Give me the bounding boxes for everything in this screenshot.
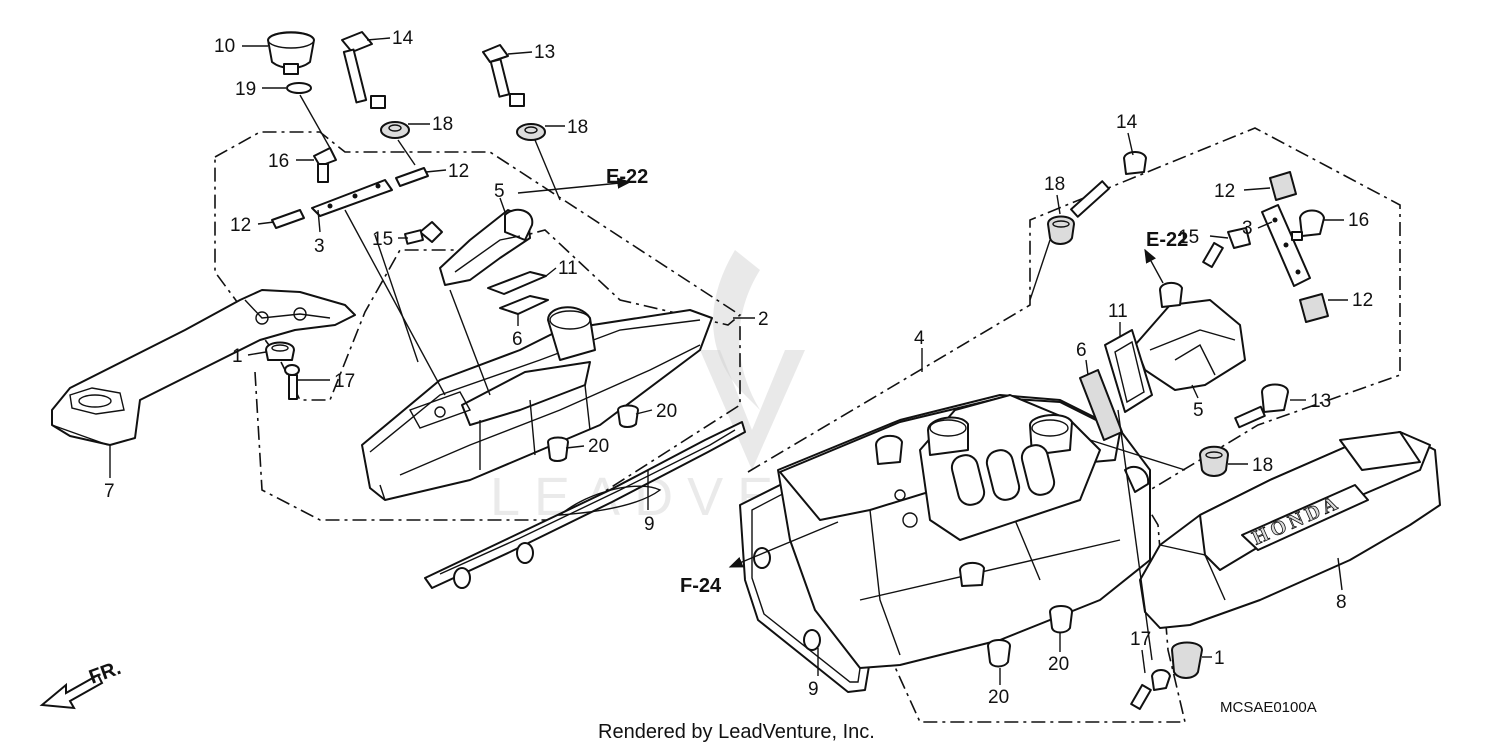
callout-16-front: 16 <box>268 151 289 172</box>
part-6-baffle-rear <box>1079 369 1123 441</box>
callout-14-rear: 14 <box>1116 112 1138 133</box>
callout-18-front-a: 18 <box>432 114 453 135</box>
callout-11-front: 11 <box>558 258 578 279</box>
part-7-side-cover <box>51 289 356 446</box>
callout-14-front: 14 <box>392 28 414 49</box>
callout-18-front-b: 18 <box>567 117 588 138</box>
part-13-bolt-rear <box>1234 383 1289 429</box>
part-6-baffle-front <box>499 295 549 315</box>
ref-label-f24: F-24 <box>680 575 722 597</box>
callout-20-front-b: 20 <box>588 436 609 457</box>
part-14-bolt-front <box>341 31 386 109</box>
callout-18-rear-a: 18 <box>1044 174 1065 195</box>
part-20-dowel-a <box>617 404 639 428</box>
part-5-breather-front <box>439 208 534 286</box>
part-8-rear-cover: HONDA <box>1139 431 1441 629</box>
callout-20-rear-a: 20 <box>1048 654 1069 675</box>
callout-6-rear: 6 <box>1076 340 1087 361</box>
callout-9-front: 9 <box>644 514 655 535</box>
callout-11-rear: 11 <box>1108 301 1128 322</box>
callout-8: 8 <box>1336 592 1347 613</box>
part-17-stud-front <box>284 364 300 400</box>
part-16-bolt-front <box>313 147 337 183</box>
part-20-dowel-b <box>547 436 569 462</box>
callout-18-rear-b: 18 <box>1252 455 1273 476</box>
callout-13-rear: 13 <box>1310 391 1331 412</box>
part-17-stud-rear <box>1130 669 1171 711</box>
ref-label-e22-right: E-22 <box>1146 229 1188 251</box>
callout-6-front: 6 <box>512 329 523 350</box>
callout-2: 2 <box>758 309 769 330</box>
callout-12-front-b: 12 <box>448 161 469 182</box>
left-group-frame-lower <box>254 322 741 521</box>
callout-20-rear-b: 20 <box>988 687 1009 708</box>
part-3-plate-rear <box>1261 204 1311 287</box>
part-16-bolt-rear <box>1291 209 1325 241</box>
callout-1-rear: 1 <box>1214 648 1225 669</box>
part-4-head-cover-rear <box>777 394 1151 669</box>
callout-17-front: 17 <box>334 371 355 392</box>
part-9-gasket-front <box>424 421 746 589</box>
right-group-frame <box>747 127 1401 723</box>
part-19-o-ring <box>286 82 312 94</box>
part-15-bolt-rear <box>1202 227 1251 269</box>
callout-3-rear: 3 <box>1242 218 1253 239</box>
callout-10: 10 <box>214 36 235 57</box>
part-11-gasket-rear <box>1104 329 1153 413</box>
part-20-dowel-c <box>1049 605 1073 634</box>
callout-12-front-a: 12 <box>230 215 251 236</box>
callout-13-front: 13 <box>534 42 555 63</box>
part-12-grommet-d <box>1299 293 1329 323</box>
callout-19: 19 <box>235 79 256 100</box>
callout-15-front: 15 <box>372 229 393 250</box>
part-10-oil-filler-cap <box>267 31 315 75</box>
callout-7: 7 <box>104 481 115 502</box>
rendered-by-credit: Rendered by LeadVenture, Inc. <box>598 721 875 743</box>
callout-5-front: 5 <box>494 181 505 202</box>
front-direction-arrow: FR. <box>39 657 124 710</box>
part-18-washer-a <box>380 121 410 139</box>
front-direction-label: FR. <box>86 657 124 689</box>
part-13-bolt-front <box>482 44 525 107</box>
part-1-grommet-front <box>265 341 295 361</box>
part-18-washer-d <box>1199 445 1229 477</box>
callout-5-rear: 5 <box>1193 400 1204 421</box>
ref-label-e22-left: E-22 <box>606 166 648 188</box>
part-2-head-cover-front <box>361 306 713 501</box>
callout-16-rear: 16 <box>1348 210 1369 231</box>
part-14-bolt-rear <box>1070 151 1147 218</box>
left-leader-lines <box>109 37 755 510</box>
part-1-grommet-rear <box>1171 641 1203 679</box>
callout-12-rear-b: 12 <box>1352 290 1373 311</box>
part-18-washer-c <box>1047 215 1075 245</box>
part-12-grommet-c <box>1269 171 1297 201</box>
callout-3-front: 3 <box>314 236 325 257</box>
callout-9-rear: 9 <box>808 679 819 700</box>
part-12-grommet-a <box>271 209 305 229</box>
part-11-gasket-front <box>487 271 547 295</box>
callout-17-rear: 17 <box>1130 629 1151 650</box>
callout-15-rear: 15 <box>1178 227 1199 248</box>
right-leader-lines <box>728 132 1348 685</box>
callout-1-front: 1 <box>232 346 243 367</box>
part-20-dowel-d <box>987 639 1011 668</box>
part-12-grommet-b <box>395 167 429 187</box>
part-18-washer-b <box>516 123 546 141</box>
callout-12-rear-a: 12 <box>1214 181 1235 202</box>
part-5-breather-rear <box>1134 282 1246 391</box>
callout-20-front-a: 20 <box>656 401 677 422</box>
part-3-plate-front <box>311 179 393 217</box>
diagram-code: MCSAE0100A <box>1220 699 1317 716</box>
part-15-bolt-front <box>404 221 443 245</box>
callout-4: 4 <box>914 328 925 349</box>
